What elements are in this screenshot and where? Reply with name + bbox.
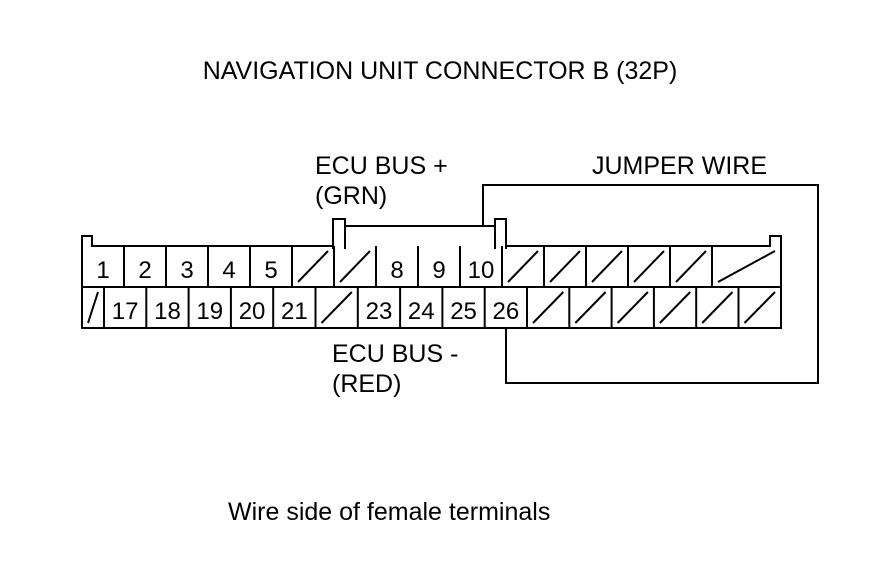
pin-number: 4 [222, 257, 235, 284]
ecu-bus-plus-label: ECU BUS + [315, 152, 448, 180]
pin-number: 10 [468, 257, 495, 284]
empty-cavity-slash [320, 291, 353, 324]
pin-number: 19 [196, 298, 223, 325]
pin-number: 1 [96, 257, 109, 284]
diagram-title: NAVIGATION UNIT CONNECTOR B (32P) [203, 57, 678, 85]
empty-cavity-slash [574, 291, 607, 324]
empty-cavity-slash [743, 291, 776, 324]
pin-number: 2 [138, 257, 151, 284]
ecu-bus-plus-color-label: (GRN) [315, 182, 387, 210]
empty-cavity-slash [339, 250, 371, 283]
pin-number: 24 [408, 298, 435, 325]
empty-cavity-slash [633, 250, 665, 283]
pin-number: 23 [366, 298, 393, 325]
diagram-caption: Wire side of female terminals [228, 498, 550, 526]
pin-number: 8 [390, 257, 403, 284]
pin-number: 18 [154, 298, 181, 325]
empty-cavity-slash [549, 250, 581, 283]
empty-cavity-slash [659, 291, 691, 324]
empty-cavity-slash [701, 291, 734, 324]
pin-number: 26 [492, 298, 519, 325]
connector-housing [81, 218, 782, 329]
pin-number: 9 [432, 257, 445, 284]
empty-cavity-slash [532, 291, 565, 324]
empty-cavity-slash [675, 250, 707, 283]
empty-cavity-slash [297, 250, 329, 283]
jumper-wire-label: JUMPER WIRE [592, 152, 767, 180]
pin-number: 3 [180, 257, 193, 284]
pin-number: 5 [264, 257, 277, 284]
ecu-bus-minus-color-label: (RED) [332, 370, 401, 398]
empty-cavity-slash [87, 291, 99, 324]
empty-cavity-slash [591, 250, 623, 283]
pin-number: 17 [112, 298, 139, 325]
pin-number: 25 [450, 298, 477, 325]
connector-top-row: 1 2 3 4 5 8 9 10 [96, 246, 776, 287]
pin-number: 20 [239, 298, 266, 325]
jumper-wire [482, 184, 819, 384]
empty-cavity-slash [616, 291, 649, 324]
empty-cavity-slash [717, 250, 776, 283]
ecu-bus-minus-label: ECU BUS - [332, 340, 458, 368]
connector-bottom-row: 17 18 19 20 21 23 24 25 26 [87, 287, 776, 328]
empty-cavity-slash [507, 250, 539, 283]
pin-number: 21 [281, 298, 308, 325]
